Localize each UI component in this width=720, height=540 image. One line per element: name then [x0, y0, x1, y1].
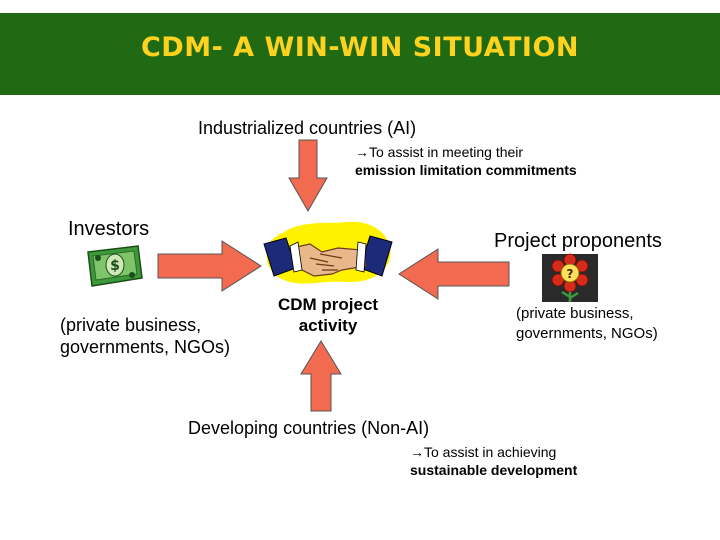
proponents-subtext: (private business, governments, NGOs): [516, 304, 658, 344]
industrialized-note-line2: emission limitation commitments: [355, 162, 577, 178]
title-banner: [0, 13, 720, 95]
down-arrow: [288, 139, 328, 213]
svg-text:$: $: [110, 258, 120, 274]
developing-note: →To assist in achieving sustainable deve…: [410, 443, 577, 479]
developing-note-line2: sustainable development: [410, 462, 578, 478]
industrialized-countries-label: Industrialized countries (AI): [198, 118, 417, 138]
industrialized-note-line1: To assist in meeting their: [369, 144, 524, 160]
light-bulb-flower-icon: ?: [542, 253, 598, 302]
project-proponents-label: Project proponents: [494, 230, 662, 252]
up-arrow: [300, 340, 342, 412]
developing-countries-label: Developing countries (Non-AI): [188, 418, 430, 438]
developing-note-line1: To assist in achieving: [424, 444, 557, 460]
industrialized-note: →To assist in meeting their emission lim…: [355, 143, 577, 179]
arrow-symbol: →: [355, 144, 369, 160]
cdm-project-line1: CDM project: [277, 295, 379, 314]
handshake-icon: [263, 221, 393, 284]
proponents-sub-line1: (private business,: [516, 305, 634, 322]
proponents-sub-line2: governments, NGOs): [516, 325, 658, 342]
left-arrow: [398, 248, 510, 300]
cdm-project-activity-label: CDM project activity: [262, 294, 394, 336]
dollar-bill-icon: $: [87, 245, 143, 287]
page-title: CDM- A WIN-WIN SITUATION: [140, 32, 580, 63]
investors-subtext: (private business, governments, NGOs): [60, 314, 230, 358]
investors-sub-line2: governments, NGOs): [60, 337, 231, 357]
arrow-symbol: →: [410, 444, 424, 460]
cdm-project-line2: activity: [298, 316, 358, 335]
investors-sub-line1: (private business,: [60, 315, 202, 335]
right-arrow: [157, 240, 262, 292]
svg-text:?: ?: [567, 267, 574, 281]
investors-label: Investors: [68, 218, 150, 240]
